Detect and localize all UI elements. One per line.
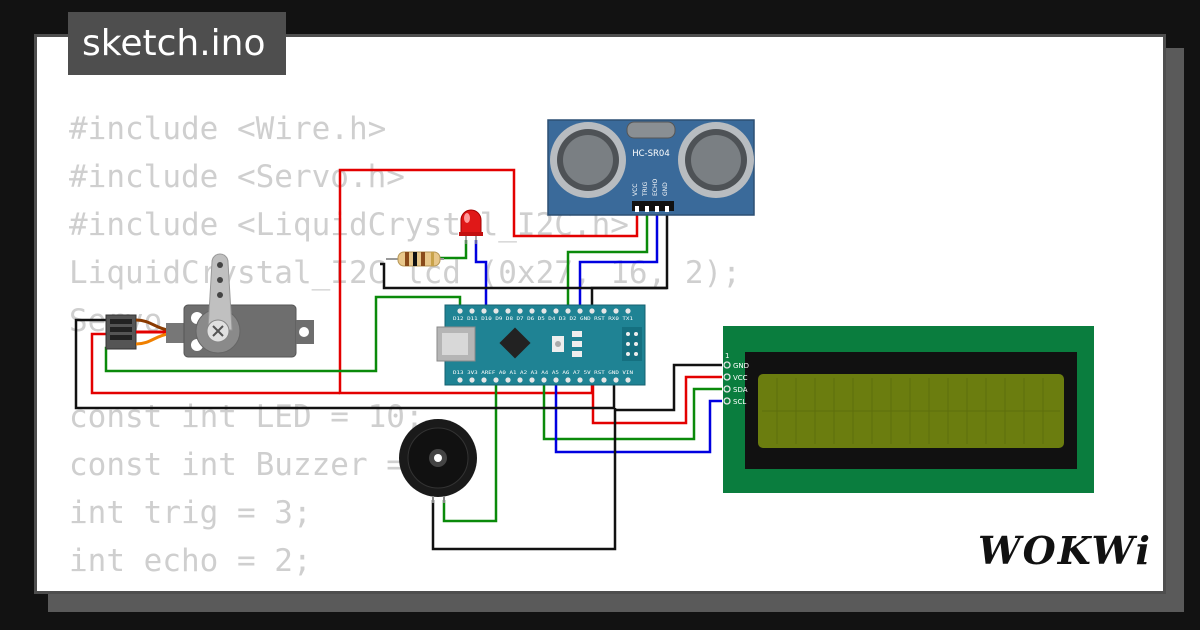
wire-black-sensor-gnd[interactable] (380, 210, 669, 290)
wire-green-buzzer[interactable] (442, 380, 498, 523)
sensor-pin-vcc: VCC (632, 184, 639, 196)
arduino-bottom-pin-labels: D13 3V3 AREF A0 A1 A2 A3 A4 A5 A6 A7 5V … (453, 370, 633, 376)
wire-black-sensor-gnd-2[interactable] (590, 286, 667, 312)
ultrasonic-sensor[interactable]: HC-SR04 VCC TRIG ECHO GND (547, 119, 755, 216)
code-line: int echo = 2; (69, 543, 312, 579)
arduino-top-pin-row (457, 308, 631, 314)
wire-blue-lcd-scl[interactable] (554, 380, 722, 454)
lcd-pin-scl: SCL (733, 398, 746, 406)
file-tab[interactable]: sketch.ino (68, 12, 286, 75)
wire-green-sensor-trig[interactable] (566, 210, 649, 312)
buzzer[interactable] (399, 419, 477, 503)
wire-green-led[interactable] (440, 240, 468, 260)
sensor-label: HC-SR04 (632, 149, 670, 159)
code-line: #include <Servo.h> (69, 159, 405, 195)
wire-red-lcd-vcc[interactable] (591, 375, 722, 425)
wire-green-lcd-sda[interactable] (542, 380, 722, 441)
wokwi-logo-text: WOKWi (978, 528, 1150, 573)
code-line: int trig = 3; (69, 495, 312, 531)
lcd-pin-index: 1 (725, 352, 729, 360)
lcd-pin-gnd: GND (733, 362, 749, 370)
code-line: #include <Wire.h> (69, 111, 387, 147)
lcd-pin-vcc: VCC (733, 374, 748, 382)
servo-motor[interactable] (105, 253, 314, 358)
lcd-display[interactable]: 1 GND VCC SDA SCL (723, 326, 1094, 493)
wokwi-logo: WOKWi (978, 528, 1150, 573)
resistor[interactable] (386, 251, 444, 267)
sensor-pin-echo: ECHO (652, 179, 659, 196)
wires (74, 168, 722, 551)
arduino-top-pin-labels: D12 D11 D10 D9 D8 D7 D6 D5 D4 D3 D2 GND … (453, 316, 633, 322)
wire-black-buzzer-gnd[interactable] (431, 408, 617, 551)
sensor-pin-gnd: GND (662, 182, 669, 196)
led-red[interactable] (459, 209, 483, 244)
wire-red-servo-vcc[interactable] (90, 332, 340, 395)
wire-black-lcd-gnd[interactable] (614, 363, 722, 412)
sensor-pin-trig: TRIG (642, 181, 649, 197)
arduino-bottom-pin-row (457, 377, 631, 383)
wire-blue-led[interactable] (474, 240, 488, 312)
wire-red-sensor-vcc[interactable] (338, 168, 639, 395)
lcd-pin-sda: SDA (733, 386, 748, 394)
lcd-char-grid (762, 378, 1060, 444)
arduino-nano[interactable]: D12 D11 D10 D9 D8 D7 D6 D5 D4 D3 D2 GND … (436, 304, 646, 386)
wire-black-servo-gnd[interactable] (74, 318, 616, 410)
